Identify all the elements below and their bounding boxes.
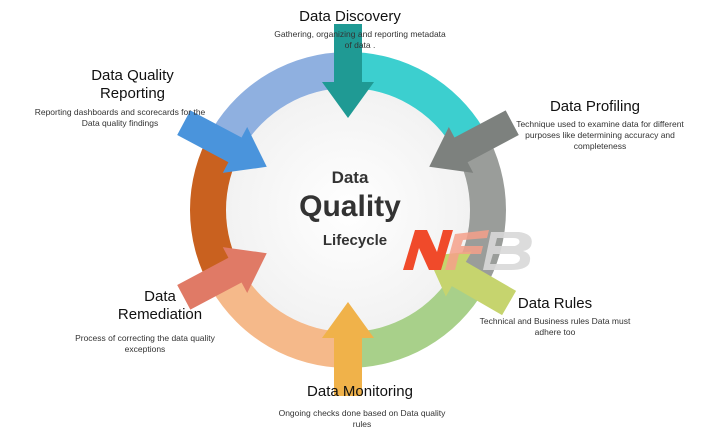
stage-title-profiling: Data Profiling — [549, 98, 641, 115]
ring-segment-reporting — [211, 52, 348, 149]
center-label-data: Data — [331, 168, 369, 187]
ring-segment-discovery — [348, 52, 485, 149]
arrow-profiling — [429, 110, 519, 173]
arrow-discovery — [322, 24, 374, 118]
arrow-reporting — [177, 110, 267, 173]
stage-title-discovery: Data Discovery — [299, 8, 401, 25]
stage-desc-monitoring: Ongoing checks done based on Data qualit… — [278, 408, 446, 429]
center-label-lifecycle: Lifecycle — [322, 232, 388, 249]
center-disc — [226, 88, 470, 332]
watermark-graphic — [403, 230, 532, 270]
center-label-quality: Quality — [299, 190, 401, 223]
arrow-monitoring — [322, 302, 374, 396]
arrow-remediation — [177, 247, 267, 310]
stage-desc-reporting: Reporting dashboards and scorecards for … — [34, 107, 206, 128]
stage-desc-profiling: Technique used to examine data for diffe… — [516, 119, 684, 151]
stage-title-remediation: Data Remediation — [117, 288, 203, 323]
stage-title-rules: Data Rules — [517, 295, 593, 312]
watermark-logo — [393, 224, 543, 276]
ring-segment-monitoring — [211, 271, 348, 368]
stage-desc-remediation: Process of correcting the data quality e… — [75, 333, 215, 354]
stage-title-reporting: Data Quality Reporting — [91, 67, 174, 102]
stage-title-monitoring: Data Monitoring — [307, 383, 413, 400]
ring-segment-rules — [348, 271, 485, 368]
stage-desc-rules: Technical and Business rules Data must a… — [479, 316, 631, 337]
stage-desc-discovery: Gathering, organizing and reporting meta… — [274, 29, 446, 50]
